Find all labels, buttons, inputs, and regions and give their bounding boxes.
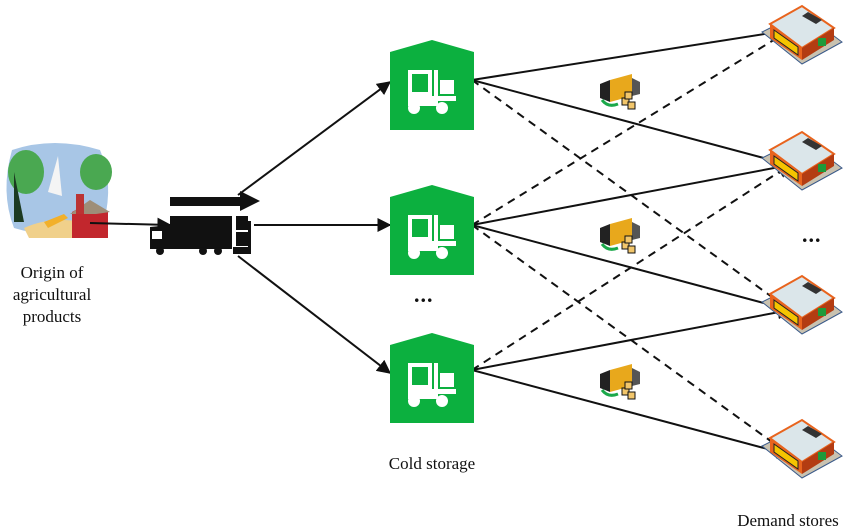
truck-with-arrow-icon <box>150 191 260 255</box>
forklift-warehouse-icon-cs2 <box>388 183 476 277</box>
edge-origin-truck <box>89 217 172 232</box>
store-building-icon-s1 <box>761 5 843 65</box>
edge-truck-cs3 <box>237 255 392 374</box>
cold-storage-label: Cold storage <box>388 454 476 473</box>
farm-landscape-icon <box>6 143 112 238</box>
distribution-edges <box>471 25 792 459</box>
forklift-warehouse-icon-cs3 <box>388 331 476 425</box>
edge-truck-cs1 <box>237 81 392 196</box>
forklift-warehouse-icon-cs1 <box>388 38 476 132</box>
origin-label: Origin of agricultural products <box>2 262 102 328</box>
stores-ellipsis: ... <box>802 222 822 247</box>
cold-storage-ellipsis: ... <box>414 282 434 307</box>
origin-label-line: Origin of <box>20 263 84 282</box>
delivery-truck-icon <box>598 362 642 401</box>
edge-solid-cs1-s1 <box>471 25 792 81</box>
demand-stores-label: Demand stores <box>737 511 839 530</box>
delivery-truck-icon <box>598 72 642 111</box>
edge-dashed-cs3-s2 <box>471 164 792 371</box>
delivery-truck-icon <box>598 216 642 255</box>
edge-solid-cs1-s2 <box>471 79 792 169</box>
store-building-icon-s2 <box>761 131 843 191</box>
origin-label-line: products <box>22 307 82 326</box>
store-building-icon-s3 <box>761 275 843 335</box>
edge-dashed-cs2-s1 <box>471 29 792 226</box>
edge-dashed-cs2-s4 <box>471 224 792 456</box>
edge-dashed-cs1-s3 <box>471 79 792 311</box>
origin-label-line: agricultural <box>12 285 92 304</box>
store-building-icon-s4 <box>761 419 843 479</box>
edge-solid-cs3-s4 <box>471 369 792 459</box>
